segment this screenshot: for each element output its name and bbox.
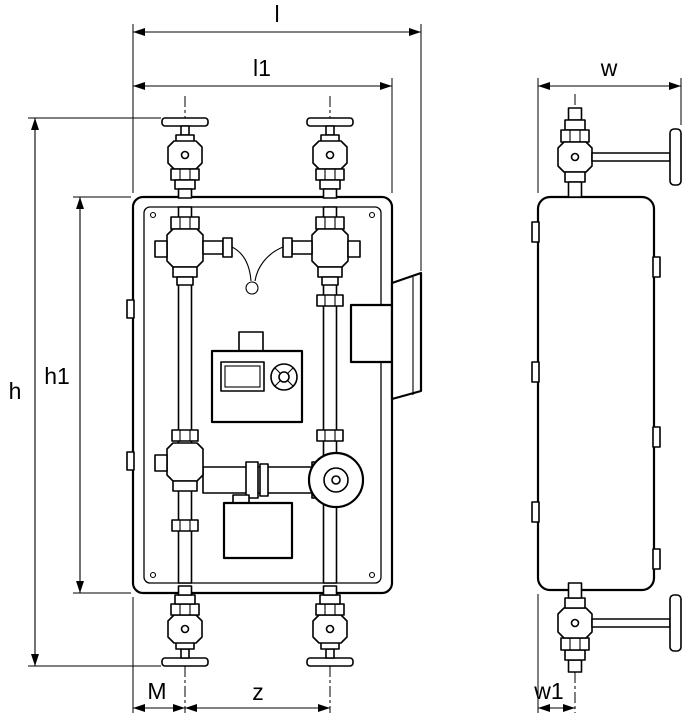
dimension-h1: h1 (44, 196, 131, 594)
ball-valve-icon (161, 585, 209, 667)
lower-left-valve (154, 442, 204, 492)
dim-label-w: w (600, 55, 618, 81)
controller-display (220, 361, 265, 392)
side-insulation-box (536, 195, 656, 592)
dimension-h: h (9, 117, 161, 667)
dimension-w: w (537, 55, 682, 193)
dimension-M: M (132, 597, 185, 713)
dim-label-w1: w1 (533, 678, 563, 704)
ball-valve-side-icon (557, 582, 682, 673)
controller-unit (210, 331, 304, 424)
dim-label-h1: h1 (44, 363, 70, 389)
inner-panel (143, 206, 382, 584)
ball-valve-icon (161, 117, 209, 199)
side-view (531, 94, 682, 713)
dimensions: l l1 w h h1 M (9, 1, 682, 713)
pipe-unions (171, 294, 344, 532)
ball-valve-side-icon (557, 107, 682, 198)
upper-right-valve (282, 216, 361, 286)
junction-box (222, 494, 294, 560)
clip-latch (126, 299, 135, 319)
dimension-l: l (132, 1, 422, 271)
dim-label-M: M (147, 678, 166, 704)
dim-label-l: l (274, 1, 279, 27)
mounting-bracket (349, 271, 423, 401)
panel-screws (149, 211, 376, 579)
ball-valve-icon (306, 117, 354, 199)
control-knob-icon (270, 363, 298, 391)
pump-icon (307, 451, 365, 509)
front-view (126, 96, 423, 713)
upper-left-valve (154, 216, 233, 286)
side-clip-latches (531, 221, 661, 570)
dimension-l1: l1 (133, 55, 393, 193)
clip-latch (126, 451, 135, 471)
ball-valve-icon (306, 585, 354, 667)
dim-label-h: h (9, 378, 22, 404)
crossover-pipe (202, 461, 314, 499)
dim-label-l1: l1 (253, 55, 271, 81)
dimension-w1: w1 (533, 594, 575, 713)
dim-label-z: z (252, 679, 264, 705)
capillary-tubes (231, 246, 284, 295)
dimension-z: z (185, 679, 330, 712)
